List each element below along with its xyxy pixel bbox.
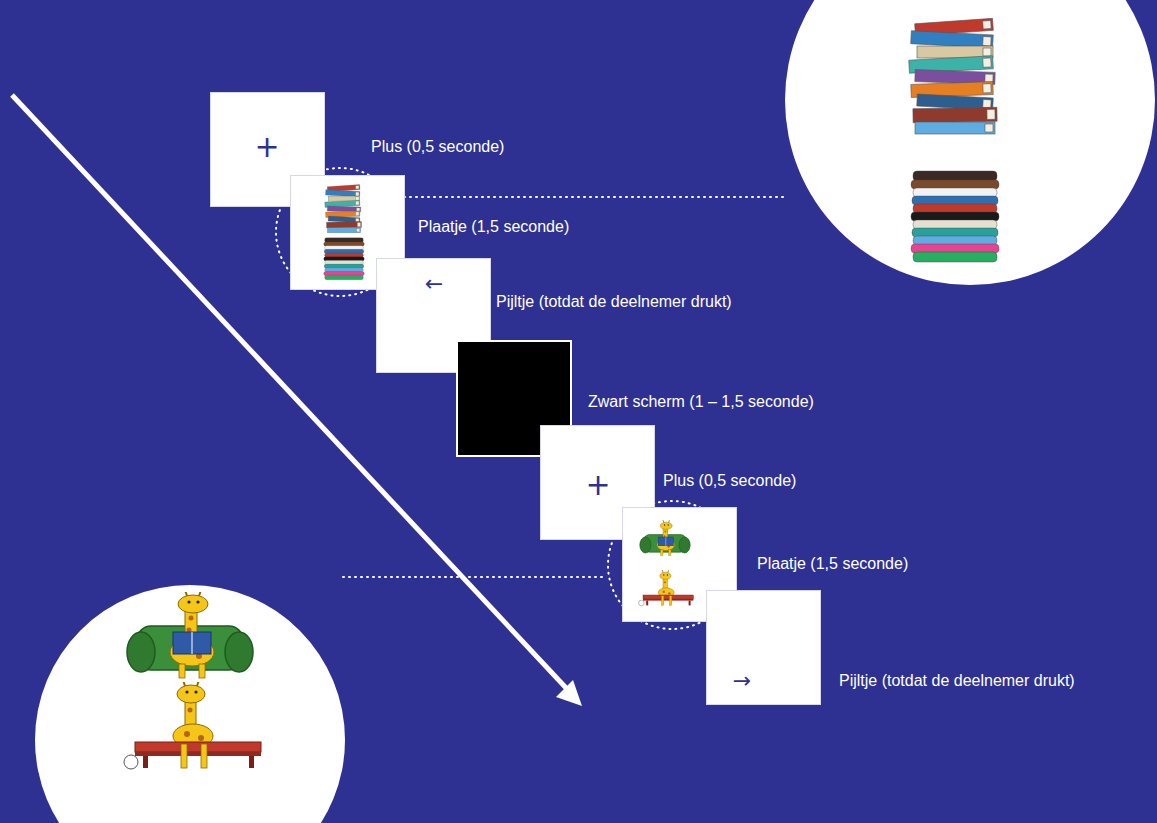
step-label: Zwart scherm (1 – 1,5 seconde)	[588, 392, 814, 411]
time-arrow	[12, 95, 582, 706]
step-label: Pijltje (totdat de deelnemer drukt)	[496, 292, 732, 311]
screen-symbol: ←	[425, 273, 443, 295]
stimulus-image	[639, 570, 694, 606]
step-label: Plaatje (1,5 seconde)	[757, 554, 908, 573]
zoom-circle-giraffes	[35, 585, 345, 823]
step-label: Pijltje (totdat de deelnemer drukt)	[839, 671, 1075, 690]
screen-symbol: +	[254, 132, 279, 162]
stimulus-image	[640, 520, 690, 555]
step-label: Plaatje (1,5 seconde)	[418, 217, 569, 236]
screen-symbol: +	[585, 470, 610, 500]
stimulus-image	[325, 185, 362, 233]
zoom-circle-books	[785, 0, 1155, 285]
screen-symbol: →	[733, 670, 751, 692]
arrow-screen: →Pijltje (totdat de deelnemer drukt)	[706, 590, 821, 705]
step-label: Plus (0,5 seconde)	[371, 137, 504, 156]
step-label: Plus (0,5 seconde)	[663, 471, 796, 490]
stimulus-image	[324, 238, 364, 280]
